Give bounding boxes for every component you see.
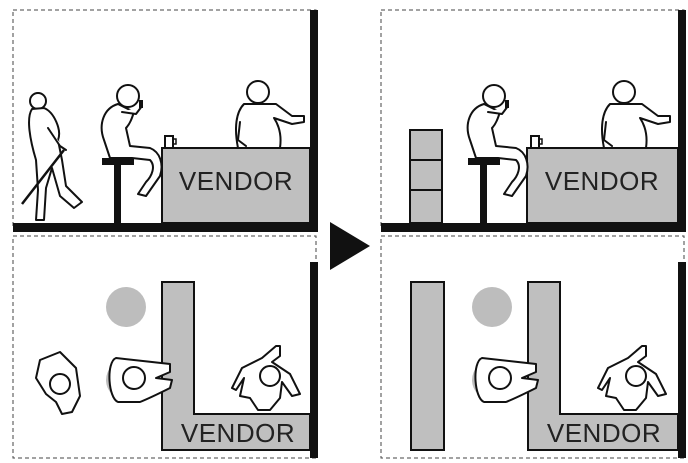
back-wall: [310, 10, 318, 232]
floor: [381, 223, 686, 232]
vendor-label-plan: VENDOR: [547, 418, 661, 448]
elderly-person-plan-icon: [36, 352, 80, 414]
vendor-plan-icon: [598, 346, 666, 410]
before-plan: VENDOR: [36, 262, 318, 458]
vendor-label-elevation: VENDOR: [545, 166, 659, 196]
transition-arrow-icon: [330, 222, 370, 270]
stool-post: [480, 165, 487, 223]
cup-icon: [531, 136, 542, 148]
shelf-unit-plan: [411, 282, 444, 450]
stool-seat: [102, 158, 134, 165]
before-elevation: VENDOR: [13, 10, 318, 232]
stool-seat: [468, 158, 500, 165]
back-wall-plan: [310, 262, 318, 458]
floor: [13, 223, 318, 232]
after-plan: VENDOR: [411, 262, 686, 458]
back-wall: [678, 10, 686, 232]
seated-person-on-phone-icon: [102, 85, 162, 196]
back-wall-plan: [678, 262, 686, 458]
vendor-person-icon: [602, 81, 670, 148]
empty-stool-plan: [472, 287, 512, 327]
shelf-unit-elevation: [410, 130, 442, 223]
vendor-label-plan: VENDOR: [181, 418, 295, 448]
vendor-plan-icon: [232, 346, 300, 410]
after-elevation: VENDOR: [381, 10, 686, 232]
vendor-person-icon: [236, 81, 304, 148]
stool-post: [114, 165, 121, 223]
empty-stool-plan: [106, 287, 146, 327]
after-panel: VENDOR: [381, 10, 686, 458]
stool-elevation: [102, 158, 134, 223]
seated-person-on-phone-icon: [468, 85, 528, 196]
before-panel: VENDOR: [13, 10, 318, 458]
elderly-person-with-cane-icon: [22, 93, 82, 220]
stool-elevation: [468, 158, 500, 223]
cup-icon: [165, 136, 176, 148]
vendor-label-elevation: VENDOR: [179, 166, 293, 196]
